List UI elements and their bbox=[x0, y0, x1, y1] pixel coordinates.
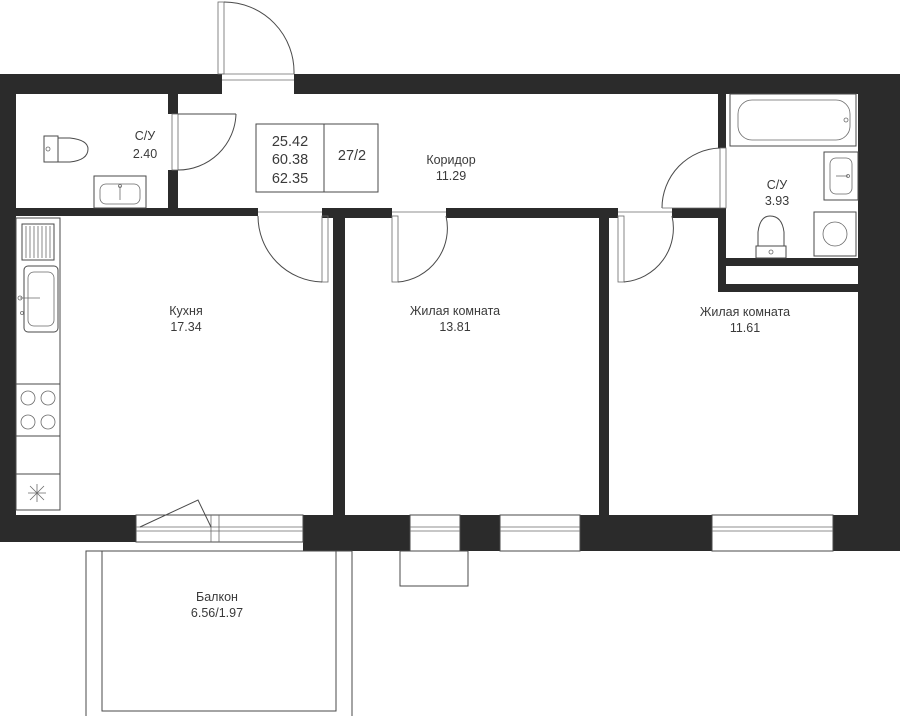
wc2-name: С/У bbox=[767, 178, 788, 192]
kitchen-name: Кухня bbox=[169, 304, 202, 318]
doors bbox=[139, 1, 727, 528]
windows bbox=[135, 514, 834, 587]
living1-door bbox=[391, 211, 448, 283]
bathtub-icon bbox=[729, 93, 857, 147]
living2-name: Жилая комната bbox=[700, 305, 790, 319]
window-living2 bbox=[711, 514, 834, 552]
bay-ledge bbox=[399, 550, 469, 587]
radiator-icon bbox=[21, 223, 55, 261]
balcony-name: Балкон bbox=[196, 590, 238, 604]
outer-walls bbox=[0, 74, 900, 551]
living1-name: Жилая комната bbox=[410, 304, 500, 318]
window-living1-b bbox=[499, 514, 581, 552]
entrance-door bbox=[217, 1, 295, 81]
inner-walls bbox=[16, 94, 858, 515]
wc1-area: 2.40 bbox=[133, 147, 157, 161]
balcony-area: 6.56/1.97 bbox=[191, 606, 243, 620]
kitchen-sink-icon bbox=[17, 265, 59, 333]
wc2-door bbox=[661, 147, 727, 209]
window-kitchen bbox=[135, 514, 304, 543]
wc2-sink-icon bbox=[823, 151, 859, 201]
wc1-sink-icon bbox=[93, 175, 147, 209]
balcony-door bbox=[139, 499, 212, 528]
washing-machine-icon bbox=[813, 211, 857, 257]
kitchen-area: 17.34 bbox=[170, 320, 201, 334]
area-summary-box bbox=[255, 123, 379, 193]
kitchen-door bbox=[257, 211, 329, 283]
living-area-value: 25.42 bbox=[272, 134, 308, 150]
living2-door bbox=[617, 211, 674, 283]
kitchen-counter bbox=[15, 217, 61, 511]
wc1-name: С/У bbox=[135, 129, 156, 143]
wc2-toilet-icon bbox=[755, 215, 787, 259]
apartment-number: 27/2 bbox=[338, 148, 366, 164]
total-area-value: 60.38 bbox=[272, 152, 308, 168]
stove-icon bbox=[15, 383, 61, 437]
corridor-name: Коридор bbox=[426, 153, 475, 167]
gas-riser-icon bbox=[16, 473, 60, 502]
balcony-outline bbox=[85, 550, 353, 716]
wc2-area: 3.93 bbox=[765, 194, 789, 208]
total-with-balcony-value: 62.35 bbox=[272, 171, 308, 187]
wc1-toilet-icon bbox=[43, 135, 89, 163]
window-living1-a bbox=[409, 514, 461, 552]
corridor-area: 11.29 bbox=[436, 169, 466, 183]
living2-area: 11.61 bbox=[730, 321, 760, 335]
wc1-door bbox=[171, 113, 237, 171]
living1-area: 13.81 bbox=[439, 320, 470, 334]
